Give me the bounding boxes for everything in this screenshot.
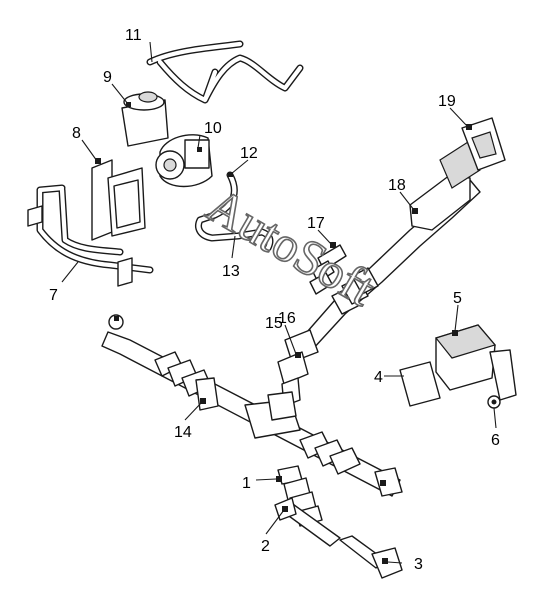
callout-17: 17 <box>307 215 325 232</box>
callout-19: 19 <box>438 93 456 110</box>
callout-12: 12 <box>240 145 258 162</box>
part-17-boot <box>309 242 347 295</box>
callout-15: 15 <box>265 315 283 332</box>
callout-16: 16 <box>278 310 296 327</box>
part-7-return-hose <box>27 184 154 287</box>
callout-2: 2 <box>261 538 270 555</box>
watermark-text: AutoSoft <box>198 176 385 316</box>
part-19-mounting-plate <box>461 117 506 171</box>
callout-9: 9 <box>103 69 112 86</box>
callout-4: 4 <box>374 369 383 386</box>
part-9-reservoir <box>121 91 169 147</box>
callout-14: 14 <box>174 424 192 441</box>
callout-11: 11 <box>125 27 142 44</box>
callout-3: 3 <box>414 556 423 573</box>
callout-10: 10 <box>204 120 222 137</box>
callout-13: 13 <box>222 263 240 280</box>
part-6-bolt <box>487 395 501 409</box>
part-3-tie-rod-end <box>339 535 403 579</box>
callout-6: 6 <box>491 432 500 449</box>
part-5-control-unit <box>399 324 517 407</box>
callout-5: 5 <box>453 290 462 307</box>
part-11-pressure-hose <box>146 40 304 104</box>
part-18-steering-column <box>299 141 481 351</box>
callout-labels: 1 2 3 4 5 6 7 8 9 10 11 12 13 14 15 16 1… <box>49 27 500 573</box>
callout-1: 1 <box>242 475 251 492</box>
leader-lines <box>61 41 497 564</box>
part-10-power-steering-pump <box>155 134 213 188</box>
part-2-inner-tie-rod <box>274 497 341 547</box>
part-14-steering-rack <box>101 314 403 497</box>
callout-18: 18 <box>388 177 406 194</box>
part-8-oil-cooler <box>91 158 146 241</box>
part-12-hose <box>195 171 274 252</box>
callout-8: 8 <box>72 125 81 142</box>
callout-7: 7 <box>49 287 58 304</box>
